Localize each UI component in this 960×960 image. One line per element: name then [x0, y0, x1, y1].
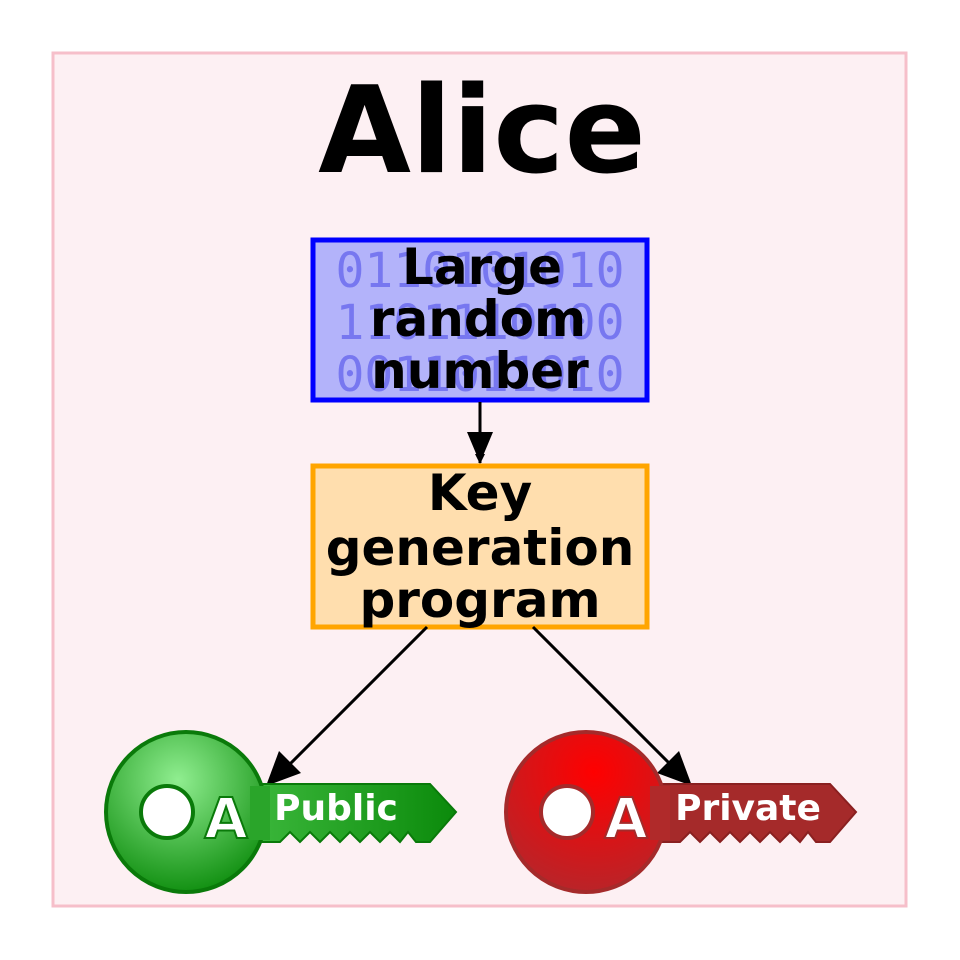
key-generation-box: Key generation program	[310, 463, 650, 630]
keygen-label-line: Key	[428, 464, 532, 522]
arrowhead-icon	[657, 751, 692, 786]
arrow-keygen-to-private	[531, 625, 676, 770]
private-key-letter: A	[604, 787, 648, 852]
private-key-label: Private	[675, 788, 821, 829]
private-key-icon: A Private	[504, 730, 858, 894]
page-title: Alice	[318, 62, 646, 201]
arrowhead-icon	[467, 432, 493, 463]
binary-line: 1101110100	[336, 295, 625, 351]
random-number-box: 0110101010 1101110100 0011011010 Large r…	[310, 237, 650, 403]
public-key-letter: A	[204, 787, 248, 852]
random-box-label-line: random	[370, 290, 586, 348]
random-box-label-line: Large	[402, 238, 562, 296]
keygen-label-line: generation	[326, 519, 635, 577]
arrowhead-icon	[266, 751, 301, 786]
arrow-keygen-to-public	[284, 625, 429, 770]
public-key-icon: A Public	[104, 730, 458, 894]
keygen-label-line: program	[359, 571, 600, 629]
binary-pattern: 0110101010 1101110100 0011011010	[336, 243, 625, 403]
random-box-label-line: number	[371, 342, 589, 400]
binary-line: 0011011010	[336, 347, 625, 403]
public-key-label: Public	[274, 788, 398, 829]
binary-line: 0110101010	[336, 243, 625, 299]
